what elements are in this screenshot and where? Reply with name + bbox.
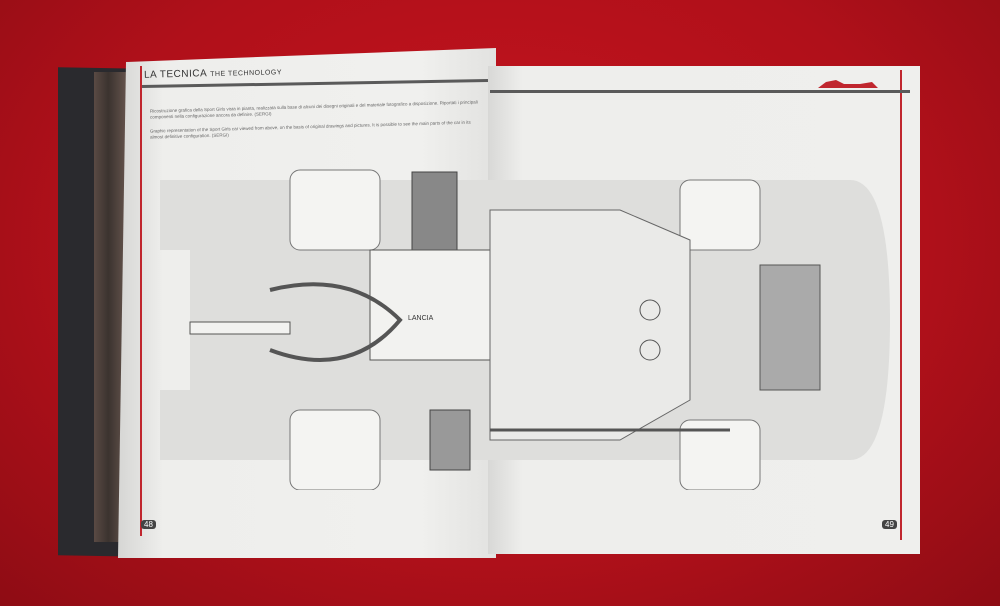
left-margin-line xyxy=(140,66,142,536)
page-number-left: 48 xyxy=(141,520,156,529)
right-margin-line xyxy=(900,70,902,540)
chassis-drawing: LANCIA xyxy=(160,169,890,490)
header-rule-right xyxy=(490,90,910,93)
header-en: THE TECHNOLOGY xyxy=(210,69,283,79)
engine-label: LANCIA xyxy=(408,315,434,322)
car-logo-icon xyxy=(818,80,878,88)
page-number-right: 49 xyxy=(882,520,897,529)
header-it: LA TECNICA xyxy=(143,68,208,81)
